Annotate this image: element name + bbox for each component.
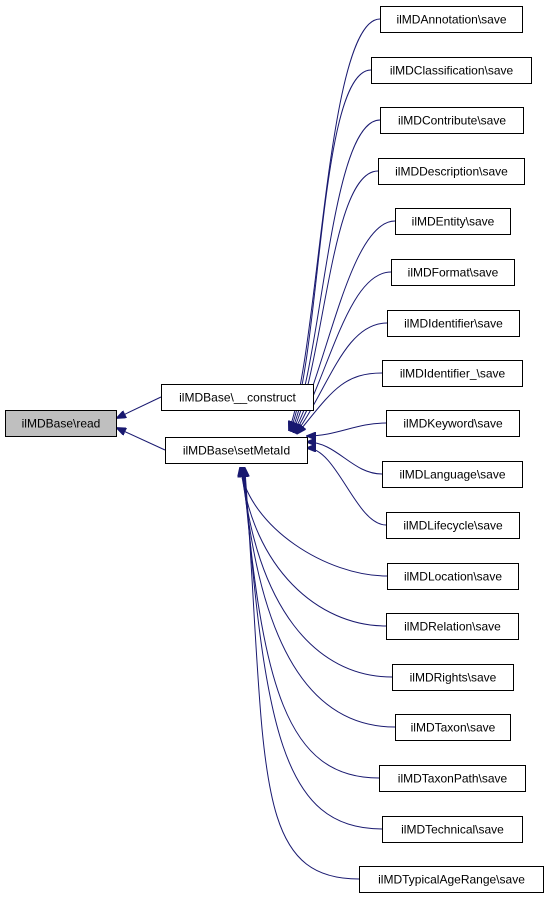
node-label: ilMDDescription\save xyxy=(395,165,508,179)
node-identifier-[interactable]: ilMDIdentifier_\save xyxy=(382,360,523,387)
node-technical[interactable]: ilMDTechnical\save xyxy=(382,816,523,843)
node-label: ilMDAnnotation\save xyxy=(396,13,506,27)
node-box xyxy=(161,384,314,411)
node-label: ilMDRights\save xyxy=(410,671,497,685)
edge-line xyxy=(296,322,388,433)
node-label: ilMDContribute\save xyxy=(398,114,506,128)
node-box xyxy=(165,437,308,464)
node-label: ilMDEntity\save xyxy=(412,215,495,229)
edge-format-to-setMetaId xyxy=(295,271,392,433)
node-label: ilMDBase\read xyxy=(22,417,101,431)
edge-line xyxy=(240,468,388,577)
edge-line xyxy=(117,396,162,418)
node-lifecycle[interactable]: ilMDLifecycle\save xyxy=(386,512,520,539)
node-box xyxy=(395,208,511,235)
node-label: ilMDLocation\save xyxy=(404,570,502,584)
edge-line xyxy=(244,468,383,830)
node-language[interactable]: ilMDLanguage\save xyxy=(382,461,523,488)
node-label: ilMDTaxon\save xyxy=(411,721,496,735)
edge-relation-to-setMetaId xyxy=(241,468,387,627)
edge-setMetaId-to-read xyxy=(117,428,166,451)
node-format[interactable]: ilMDFormat\save xyxy=(391,259,515,286)
node-rights[interactable]: ilMDRights\save xyxy=(392,664,514,691)
edge-identifier-to-setMetaId xyxy=(296,322,388,433)
node-box xyxy=(382,461,523,488)
node-box xyxy=(382,816,523,843)
edge-language-to-setMetaId xyxy=(307,442,383,475)
node-label: ilMDIdentifier\save xyxy=(404,317,503,331)
node-label: ilMDTaxonPath\save xyxy=(398,772,508,786)
node-box xyxy=(386,512,520,539)
node-box xyxy=(380,6,523,33)
node-label: ilMDTypicalAgeRange\save xyxy=(378,873,525,887)
edge-line xyxy=(242,468,396,728)
node-setMetaId[interactable]: ilMDBase\setMetaId xyxy=(165,437,308,464)
edge-lifecycle-to-setMetaId xyxy=(307,448,387,526)
node-box xyxy=(380,107,524,134)
edge-technical-to-setMetaId xyxy=(244,468,383,830)
edge-line xyxy=(297,372,383,434)
node-label: ilMDIdentifier_\save xyxy=(400,367,506,381)
edge-line xyxy=(289,18,381,430)
node-box xyxy=(386,613,519,640)
node-box xyxy=(387,310,520,337)
node-box xyxy=(391,259,515,286)
node-annotation[interactable]: ilMDAnnotation\save xyxy=(380,6,523,33)
edge-line xyxy=(241,468,387,627)
edges-layer xyxy=(117,18,396,880)
edge-taxon-to-setMetaId xyxy=(242,468,396,728)
node-read: ilMDBase\read xyxy=(5,410,117,437)
edge-line xyxy=(307,448,387,526)
node-label: ilMDBase\__construct xyxy=(179,391,296,405)
node-label: ilMDBase\setMetaId xyxy=(183,444,290,458)
node-box xyxy=(395,714,511,741)
edge-identifier_-to-setMetaId xyxy=(297,372,383,434)
nodes-layer: ilMDBase\read ilMDBase\__construct ilMDBas… xyxy=(5,6,544,893)
node-description[interactable]: ilMDDescription\save xyxy=(378,158,525,185)
edge-line xyxy=(307,442,383,475)
node-label: ilMDTechnical\save xyxy=(401,823,504,837)
edge-line xyxy=(307,422,387,436)
node-identifier[interactable]: ilMDIdentifier\save xyxy=(387,310,520,337)
node-label: ilMDFormat\save xyxy=(408,266,499,280)
edge-line xyxy=(117,428,166,451)
node-label: ilMDClassification\save xyxy=(390,64,514,78)
node-contribute[interactable]: ilMDContribute\save xyxy=(380,107,524,134)
node-construct[interactable]: ilMDBase\__construct xyxy=(161,384,314,411)
node-keyword[interactable]: ilMDKeyword\save xyxy=(386,410,520,437)
node-box xyxy=(359,866,544,893)
edge-location-to-setMetaId xyxy=(240,468,388,577)
node-classification[interactable]: ilMDClassification\save xyxy=(371,57,532,84)
node-box xyxy=(392,664,514,691)
node-label: ilMDLanguage\save xyxy=(399,468,505,482)
edge-line xyxy=(245,468,360,880)
node-box xyxy=(378,158,525,185)
edge-line xyxy=(295,271,392,433)
node-label: ilMDLifecycle\save xyxy=(403,519,503,533)
node-box xyxy=(371,57,532,84)
node-label: ilMDKeyword\save xyxy=(403,417,503,431)
edge-rights-to-setMetaId xyxy=(242,468,393,678)
edge-construct-to-read xyxy=(117,396,162,418)
node-label: ilMDRelation\save xyxy=(404,620,501,634)
node-taxonpath[interactable]: ilMDTaxonPath\save xyxy=(379,765,526,792)
edge-line xyxy=(242,468,393,678)
node-taxon[interactable]: ilMDTaxon\save xyxy=(395,714,511,741)
node-box xyxy=(386,410,520,437)
node-location[interactable]: ilMDLocation\save xyxy=(387,563,519,590)
edge-typicalagerange-to-setMetaId xyxy=(245,468,360,880)
node-box xyxy=(387,563,519,590)
node-box xyxy=(382,360,523,387)
node-typicalagerange[interactable]: ilMDTypicalAgeRange\save xyxy=(359,866,544,893)
node-relation[interactable]: ilMDRelation\save xyxy=(386,613,519,640)
node-box xyxy=(379,765,526,792)
edge-keyword-to-setMetaId xyxy=(307,422,387,436)
node-box xyxy=(5,410,117,437)
node-entity[interactable]: ilMDEntity\save xyxy=(395,208,511,235)
edge-annotation-to-setMetaId xyxy=(289,18,381,430)
